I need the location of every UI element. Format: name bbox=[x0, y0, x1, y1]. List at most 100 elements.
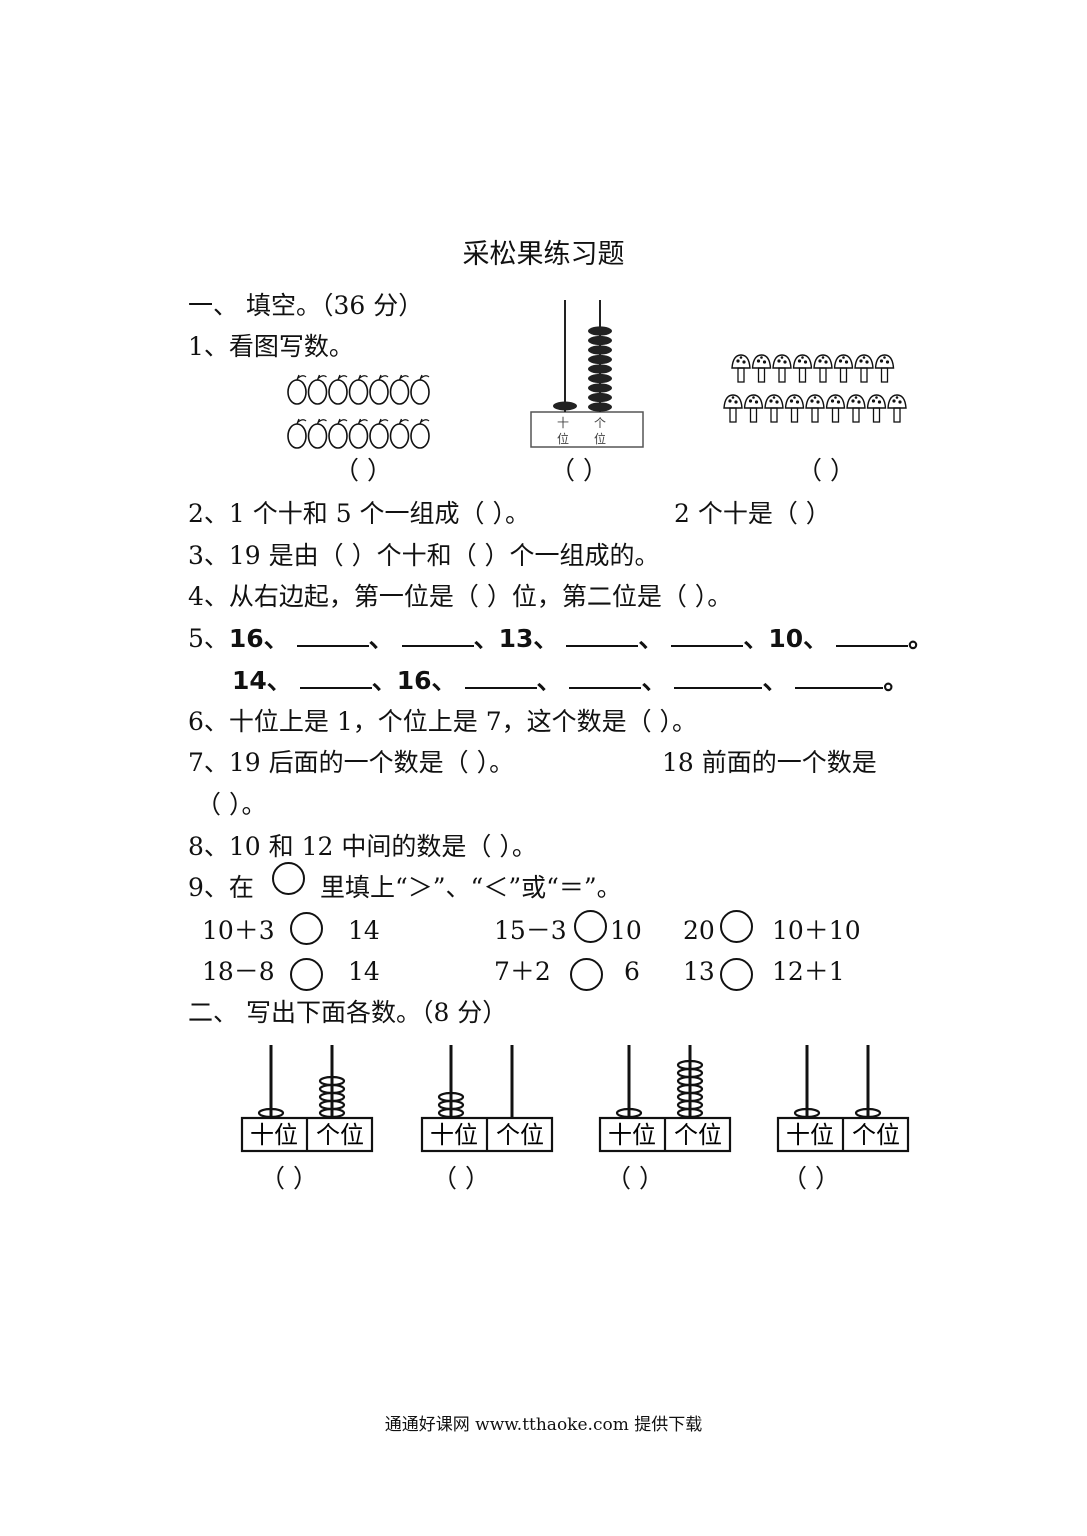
footer-credit: 通通好课网 www.tthaoke.com 提供下载 bbox=[384, 1415, 703, 1435]
apple-icon bbox=[389, 374, 410, 405]
mushroom-icon bbox=[805, 394, 825, 423]
mushroom-icon bbox=[772, 354, 792, 383]
mushroom-icon bbox=[764, 394, 784, 423]
q9-item6-right: 12＋1 bbox=[772, 957, 845, 986]
q5-row1: 5、16、 、 、13、 、 、10、 。 bbox=[188, 626, 933, 651]
abacus-bead bbox=[588, 335, 612, 346]
q5-r2-blank5[interactable] bbox=[795, 669, 884, 689]
mushroom-icon bbox=[833, 354, 854, 383]
apple-icon bbox=[369, 418, 389, 449]
apple-icon bbox=[348, 418, 369, 449]
abacus-bead bbox=[588, 373, 612, 384]
q1-answer-abacus: （ ） bbox=[550, 456, 608, 485]
q5-r2-blank1[interactable] bbox=[299, 669, 372, 689]
q5-r2-blank3[interactable] bbox=[569, 669, 642, 689]
q9-item4-circle[interactable] bbox=[290, 958, 323, 991]
page-title: 采松果练习题 bbox=[462, 239, 625, 270]
q5-r1-seg3: 、 bbox=[638, 624, 664, 653]
apples-picture bbox=[287, 374, 430, 449]
label-tens: 十位 bbox=[250, 1121, 298, 1149]
q5-r2-seg4: 、 bbox=[762, 666, 788, 695]
s2-answer-2: （ ） bbox=[432, 1164, 490, 1193]
label-tens: 十位 bbox=[430, 1121, 478, 1149]
abacus-label-wei-1: 位 bbox=[557, 431, 569, 446]
abacus-bead bbox=[588, 383, 612, 393]
q5-r2-blank2[interactable] bbox=[464, 669, 537, 689]
q5-r2-seg1: 、16、 bbox=[371, 666, 457, 695]
q9-example-circle bbox=[272, 862, 305, 895]
q9-item2-right: 10 bbox=[610, 916, 642, 945]
q9-item1-right: 14 bbox=[348, 916, 380, 945]
apple-icon bbox=[287, 374, 307, 405]
mushroom-icon bbox=[792, 354, 813, 383]
section2-heading: 二、 写出下面各数。（8 分） bbox=[188, 998, 508, 1027]
apple-icon bbox=[389, 418, 410, 449]
q9-item2-circle[interactable] bbox=[574, 910, 607, 943]
s2-answer-3: （ ） bbox=[606, 1164, 664, 1193]
q2-text-b: 2 个十是（ ） bbox=[674, 499, 831, 528]
q3-text: 3、19 是由（ ）个十和（ ）个一组成的。 bbox=[188, 541, 660, 570]
section1-heading: 一、 填空。（36 分） bbox=[188, 291, 424, 320]
q9-item5-right: 6 bbox=[624, 957, 640, 986]
q9-item3-right: 10＋10 bbox=[772, 916, 861, 945]
apple-icon bbox=[328, 418, 348, 449]
mushroom-icon bbox=[731, 354, 751, 383]
q9-lead: 9、在 bbox=[188, 873, 254, 902]
q1-answer-apples: （ ） bbox=[334, 456, 392, 485]
q9-item5-left: 7＋2 bbox=[494, 957, 551, 986]
section2-abacus: 十位个位 bbox=[240, 1045, 374, 1153]
label-ones: 个位 bbox=[316, 1121, 364, 1149]
q9-item1-left: 10＋3 bbox=[202, 916, 275, 945]
q9-item1-circle[interactable] bbox=[290, 912, 323, 945]
q8-text: 8、10 和 12 中间的数是（ ）。 bbox=[188, 832, 537, 861]
mushroom-icon bbox=[743, 394, 764, 423]
q5-r1-seg5: 。 bbox=[908, 624, 934, 653]
q5-r1-blank5[interactable] bbox=[836, 627, 909, 647]
section2-abacus: 十位个位 bbox=[776, 1045, 910, 1153]
q5-r1-blank3[interactable] bbox=[566, 627, 639, 647]
label-ones: 个位 bbox=[852, 1121, 900, 1149]
q9-item6-left: 13 bbox=[683, 957, 715, 986]
q9-trail: 里填上“＞”、“＜”或“＝”。 bbox=[320, 873, 622, 902]
label-tens: 十位 bbox=[608, 1121, 656, 1149]
abacus-bead bbox=[588, 364, 612, 374]
q5-r2-seg3: 、 bbox=[641, 666, 667, 695]
section2-abacus: 十位个位 bbox=[598, 1045, 732, 1153]
q5-r1-blank2[interactable] bbox=[401, 627, 474, 647]
apple-icon bbox=[307, 374, 328, 405]
q5-r2-blank4[interactable] bbox=[674, 669, 763, 689]
q5-prefix: 5、 bbox=[188, 624, 229, 653]
q5-r2-seg5: 。 bbox=[883, 666, 909, 695]
q5-r1-seg1: 、 bbox=[368, 624, 394, 653]
abacus-label-shi: 十 bbox=[557, 416, 569, 430]
q9-item5-circle[interactable] bbox=[570, 958, 603, 991]
abacus-bead bbox=[588, 354, 612, 365]
q5-r1-blank1[interactable] bbox=[296, 627, 369, 647]
abacus-bead bbox=[588, 402, 612, 412]
apple-icon bbox=[348, 374, 369, 405]
apple-icon bbox=[328, 374, 348, 405]
section2-abacus: 十位个位 bbox=[420, 1045, 554, 1153]
mushroom-icon bbox=[813, 354, 833, 383]
q1-answer-mushrooms: （ ） bbox=[797, 456, 855, 485]
apple-icon bbox=[287, 418, 307, 449]
label-tens: 十位 bbox=[786, 1121, 834, 1149]
q7-text-a: 7、19 后面的一个数是（ ）。 bbox=[188, 748, 515, 777]
q9-item6-circle[interactable] bbox=[720, 958, 753, 991]
q6-text: 6、十位上是 1，个位上是 7，这个数是（ ）。 bbox=[188, 707, 698, 736]
s2-answer-1: （ ） bbox=[260, 1164, 318, 1193]
q5-r1-seg4: 、10、 bbox=[743, 624, 829, 653]
abacus-bead-tens bbox=[437, 1091, 465, 1103]
mushroom-icon bbox=[846, 394, 866, 423]
q9-item3-left: 20 bbox=[683, 916, 715, 945]
abacus-label-ge: 个 bbox=[594, 416, 606, 430]
q5-r1-blank4[interactable] bbox=[671, 627, 744, 647]
mushroom-icon bbox=[887, 394, 907, 423]
abacus-bead bbox=[588, 392, 612, 403]
label-ones: 个位 bbox=[674, 1121, 722, 1149]
q9-item3-circle[interactable] bbox=[720, 910, 753, 943]
q2-text-a: 2、1 个十和 5 个一组成（ ）。 bbox=[188, 499, 531, 528]
label-ones: 个位 bbox=[496, 1121, 544, 1149]
mushroom-icon bbox=[866, 394, 887, 423]
q5-r2-seg2: 、 bbox=[536, 666, 562, 695]
